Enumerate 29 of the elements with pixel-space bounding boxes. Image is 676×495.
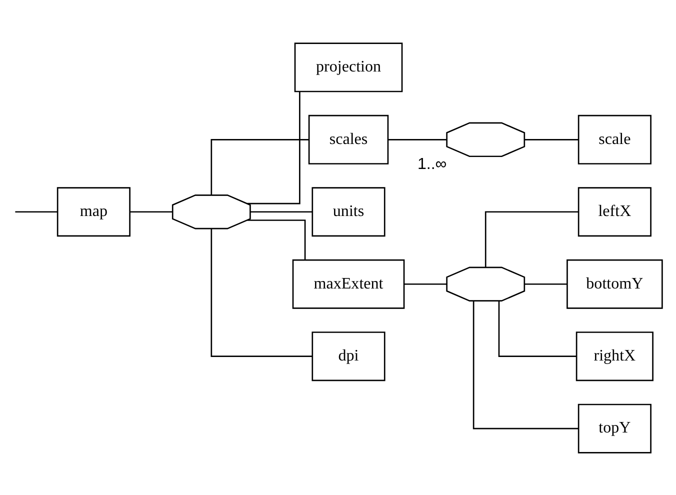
connector: [130, 210, 172, 212]
connector: [210, 228, 312, 357]
node-box: scales: [308, 114, 389, 164]
connector: [484, 210, 578, 267]
node-box: dpi: [312, 331, 386, 381]
node-box: topY: [578, 403, 652, 453]
connector: [250, 210, 312, 212]
node-octagon: [172, 194, 251, 229]
connector: [524, 282, 568, 284]
node-box: bottomY: [566, 258, 663, 308]
connector: [388, 138, 447, 140]
connector: [15, 210, 58, 212]
node-box: units: [312, 186, 386, 236]
node-box: map: [56, 186, 130, 236]
connector: [247, 91, 300, 204]
connector: [404, 282, 447, 284]
node-label: 1..∞: [417, 154, 447, 173]
connector: [498, 300, 576, 357]
node-octagon: [446, 122, 526, 157]
node-box: maxExtent: [292, 258, 405, 308]
connector: [472, 300, 578, 429]
node-box: rightX: [576, 331, 654, 381]
connector: [210, 138, 309, 195]
connector: [247, 219, 306, 260]
node-box: projection: [294, 42, 403, 92]
node-box: scale: [578, 114, 652, 164]
connector: [524, 138, 578, 140]
node-box: leftX: [578, 186, 652, 236]
node-octagon: [446, 266, 526, 301]
